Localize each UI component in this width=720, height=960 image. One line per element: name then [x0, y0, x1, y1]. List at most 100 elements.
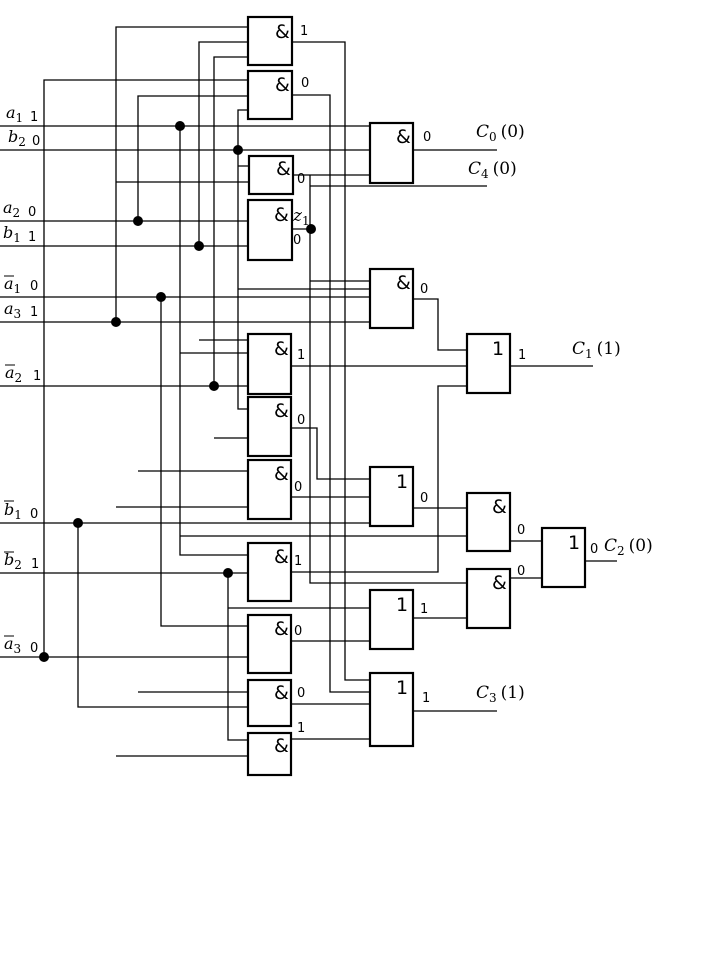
wires: [0, 26, 617, 757]
svg-text:0: 0: [297, 172, 305, 187]
svg-text:1: 1: [30, 305, 38, 320]
input-label-b2: b2 0: [8, 127, 40, 149]
svg-text:1: 1: [422, 691, 430, 706]
wire-na3-tap: [43, 79, 248, 657]
svg-text:1: 1: [518, 348, 526, 363]
svg-text:0: 0: [293, 233, 301, 248]
and-gate-g6: & 0: [246, 395, 305, 458]
svg-text:1: 1: [33, 369, 41, 384]
svg-text:0: 0: [30, 279, 38, 294]
gate-column-3: 1 1 & 0 & 0 1 0: [465, 332, 598, 630]
svg-text:0: 0: [30, 507, 38, 522]
svg-text:0: 0: [420, 282, 428, 297]
input-label-b1: b1 1: [3, 223, 36, 245]
junction-dot: [194, 241, 204, 251]
junction-dot: [306, 224, 316, 234]
and-gate-g9: & 0: [246, 613, 302, 675]
svg-text:1: 1: [396, 471, 408, 493]
wire-g6-out: [291, 427, 370, 480]
svg-text:0: 0: [28, 205, 36, 220]
svg-text:0: 0: [420, 491, 428, 506]
svg-text:&: &: [396, 126, 411, 148]
and-gate-r2: & 0: [465, 491, 525, 553]
junction-dot: [209, 381, 219, 391]
and-gate-g1: & 1: [246, 15, 308, 67]
wire-g4-out: [292, 228, 370, 282]
svg-text:1: 1: [297, 721, 305, 736]
svg-text:&: &: [275, 21, 290, 43]
svg-text:&: &: [396, 272, 411, 294]
input-label-not-a2: a2 1: [5, 363, 41, 385]
gate-column-1: & 1 & 0 & 0 & z1 0 & 1 & 0: [246, 15, 310, 777]
svg-text:&: &: [274, 400, 289, 422]
wire-b2-tap: [237, 109, 370, 410]
and-gate-g7: & 0: [246, 458, 302, 521]
svg-text:0: 0: [294, 480, 302, 495]
wire-g8-out: [291, 385, 467, 573]
input-label-a1: a1 1: [6, 103, 38, 125]
svg-text:0: 0: [294, 624, 302, 639]
input-label-a2: a2 0: [3, 198, 36, 220]
gate-column-2: & 0 & 0 1 0 1 1 1 1: [368, 121, 431, 748]
and-gate-m1: & 0: [368, 121, 431, 185]
wire-nb2-tap: [227, 573, 370, 741]
svg-text:&: &: [276, 158, 291, 180]
svg-text:0: 0: [590, 542, 598, 557]
input-label-not-b1: b1 0: [4, 500, 38, 522]
svg-text:1: 1: [30, 110, 38, 125]
wire-na2-tap: [213, 56, 248, 439]
and-gate-g4: & z1 0: [246, 198, 310, 262]
output-label-c4: C4(0): [468, 159, 517, 181]
or-gate-m4: 1 1: [368, 588, 428, 651]
svg-text:0: 0: [30, 641, 38, 656]
or-gate-f1: 1 0: [540, 526, 598, 589]
svg-text:b1: b1: [4, 500, 22, 522]
junction-dot: [233, 145, 243, 155]
svg-text:b2: b2: [4, 550, 22, 572]
junction-dot: [156, 292, 166, 302]
svg-text:1: 1: [294, 554, 302, 569]
and-gate-g2: & 0: [246, 69, 309, 121]
svg-text:&: &: [274, 735, 289, 757]
output-labels: C0(0) C4(0) C1(1) C2(0) C3(1): [468, 122, 653, 705]
svg-text:1: 1: [396, 594, 408, 616]
svg-text:b2: b2: [8, 127, 26, 149]
input-label-a3: a3 1: [4, 299, 38, 321]
svg-text:1: 1: [420, 602, 428, 617]
input-label-not-b2: b2 1: [4, 550, 39, 572]
output-label-c1: C1(1): [572, 339, 621, 361]
svg-text:a1: a1: [6, 103, 23, 125]
svg-text:1: 1: [492, 338, 504, 360]
svg-text:0: 0: [297, 686, 305, 701]
svg-text:1: 1: [396, 677, 408, 699]
svg-text:0: 0: [517, 523, 525, 538]
svg-text:0: 0: [297, 413, 305, 428]
input-label-not-a1: a1 0: [4, 274, 38, 296]
svg-text:a1: a1: [4, 274, 21, 296]
svg-text:a2: a2: [3, 198, 20, 220]
svg-text:&: &: [492, 496, 507, 518]
svg-text:a3: a3: [4, 299, 21, 321]
and-gate-g10: & 0: [246, 678, 305, 728]
wire-b1-tap: [198, 41, 248, 341]
wire-a3-tap: [115, 26, 248, 757]
input-label-not-a3: a3 0: [4, 634, 38, 656]
and-gate-g8: & 1: [246, 541, 302, 603]
wire-g2-out: [292, 94, 370, 693]
and-gate-g3: & 0: [247, 154, 305, 196]
or-gate-r1: 1 1: [465, 332, 526, 395]
svg-text:1: 1: [28, 230, 36, 245]
wire-na1-tap: [160, 297, 248, 627]
svg-text:1: 1: [297, 348, 305, 363]
svg-text:&: &: [274, 546, 289, 568]
or-gate-m3: 1 0: [368, 465, 428, 528]
svg-text:&: &: [274, 618, 289, 640]
or-gate-m5: 1 1: [368, 671, 430, 748]
output-label-c3: C3(1): [476, 683, 525, 705]
and-gate-g11: & 1: [246, 721, 305, 777]
junction-dot: [223, 568, 233, 578]
svg-text:0: 0: [32, 134, 40, 149]
svg-text:0: 0: [301, 76, 309, 91]
svg-text:&: &: [492, 572, 507, 594]
